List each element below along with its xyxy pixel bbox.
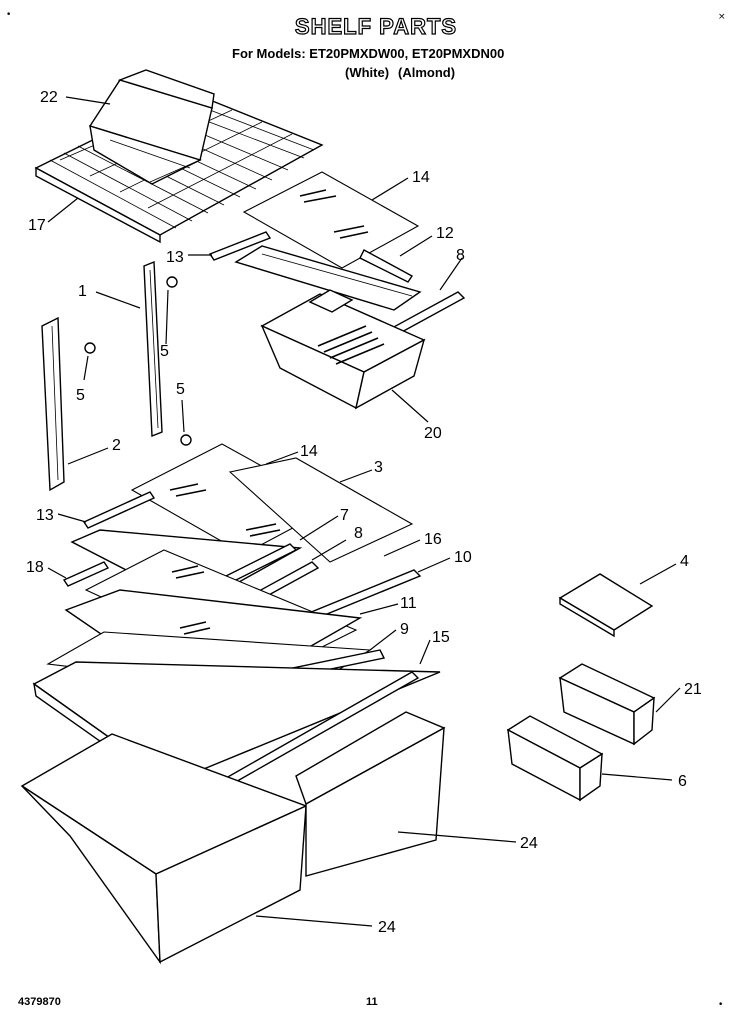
bin-cover-part-4	[558, 573, 654, 638]
glass-shelf-part-14-top	[242, 171, 420, 269]
callout-20: 20	[424, 425, 442, 442]
callout-12: 12	[436, 225, 454, 242]
screw-parts-5	[84, 276, 192, 446]
corner-mark-bottom-right: •	[718, 1000, 724, 1010]
callout-5-c: 5	[176, 381, 185, 398]
pan-parts-24	[20, 711, 446, 965]
callout-24-b: 24	[378, 919, 396, 936]
callout-11: 11	[400, 595, 417, 612]
callout-5-b: 5	[76, 387, 85, 404]
callout-15: 15	[432, 629, 450, 646]
callout-labels: 22 17 14 12 13 8 1 5 5 5 20 2 14 3 13 7 …	[26, 89, 702, 936]
callout-17: 17	[28, 217, 46, 234]
callout-14-lower: 14	[300, 443, 318, 460]
callout-22: 22	[40, 89, 58, 106]
shelf-frame-part-12	[208, 231, 422, 311]
callout-9: 9	[400, 621, 409, 638]
callout-5-a: 5	[160, 343, 169, 360]
rail-part-1	[143, 260, 163, 438]
crisper-part-20	[260, 289, 426, 410]
callout-8-lower: 8	[354, 525, 363, 542]
callout-6: 6	[678, 773, 687, 790]
callout-24-a: 24	[520, 835, 538, 852]
bin-part-21	[558, 663, 656, 746]
callout-13-upper: 13	[166, 249, 184, 266]
bin-part-22	[88, 69, 215, 185]
bin-part-6	[506, 715, 604, 802]
callout-16: 16	[424, 531, 442, 548]
callout-3: 3	[374, 459, 383, 476]
callout-1: 1	[78, 283, 87, 300]
models-line: For Models: ET20PMXDW00, ET20PMXDN00	[232, 46, 505, 61]
callout-13-lower: 13	[36, 507, 54, 524]
callout-18: 18	[26, 559, 44, 576]
callout-4: 4	[680, 553, 689, 570]
variant-white: (White)	[345, 65, 390, 80]
callout-7: 7	[340, 507, 349, 524]
document-number: 4379870	[18, 996, 61, 1008]
callout-21: 21	[684, 681, 702, 698]
glass-shelf-part-3	[228, 457, 414, 563]
callout-14-top: 14	[412, 169, 430, 186]
shelf-assembly-lower	[46, 491, 422, 707]
page-number: 11	[366, 996, 378, 1008]
callout-2: 2	[112, 437, 121, 454]
leader-lines	[47, 96, 681, 927]
page-title: SHELF PARTS	[294, 13, 458, 39]
corner-mark-top-right: ×	[718, 12, 726, 22]
rail-part-2	[41, 316, 65, 492]
corner-mark-top-left: •	[6, 10, 12, 20]
callout-10: 10	[454, 549, 472, 566]
callout-8-upper: 8	[456, 247, 465, 264]
variant-almond: (Almond)	[398, 65, 456, 80]
